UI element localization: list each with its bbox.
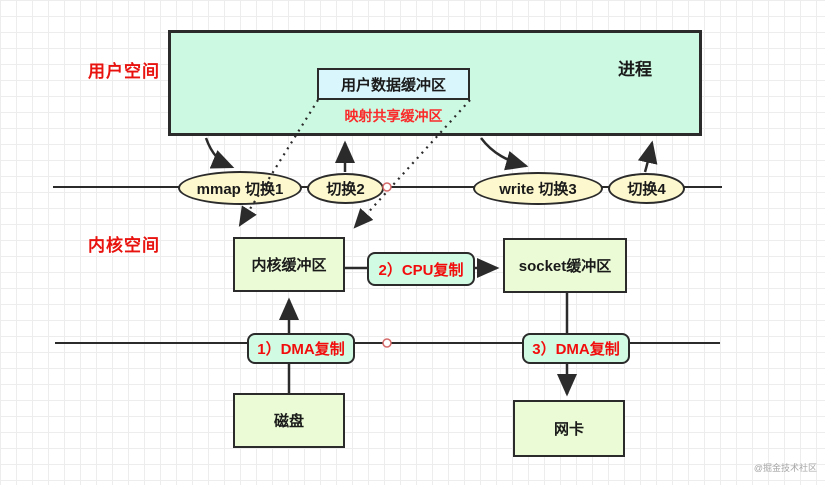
junction-circle-bottom [382,338,392,348]
dma-copy-1-step-box: 1）DMA复制 [247,333,355,364]
nic-box: 网卡 [513,400,625,457]
dotted-mapping-line-left [238,99,319,227]
socket-buffer-box: socket缓冲区 [503,238,627,293]
mapped-shared-buffer-note: 映射共享缓冲区 [344,108,443,124]
user-space-label: 用户空间 [88,62,160,81]
arrow-process-to-switch1 [204,137,235,169]
process-label: 进程 [618,60,652,79]
dotted-mapping-line-right [353,99,471,229]
kernel-space-label: 内核空间 [88,236,160,255]
user-data-buffer-box: 用户数据缓冲区 [317,68,470,100]
arrow-process-to-switch3 [480,137,529,171]
cpu-copy-step-box: 2）CPU复制 [367,252,475,286]
dma-copy-3-step-box: 3）DMA复制 [522,333,630,364]
disk-box: 磁盘 [233,393,345,448]
context-switch-2-ellipse: 切换2 [307,173,384,204]
context-switch-1-ellipse: mmap 切换1 [178,171,302,205]
context-switch-3-ellipse: write 切换3 [473,172,603,205]
watermark: @掘金技术社区 [753,463,817,473]
context-switch-4-ellipse: 切换4 [608,173,685,204]
kernel-buffer-box: 内核缓冲区 [233,237,345,292]
junction-circle-top [382,182,392,192]
arrow-switch4-to-process [637,140,658,173]
